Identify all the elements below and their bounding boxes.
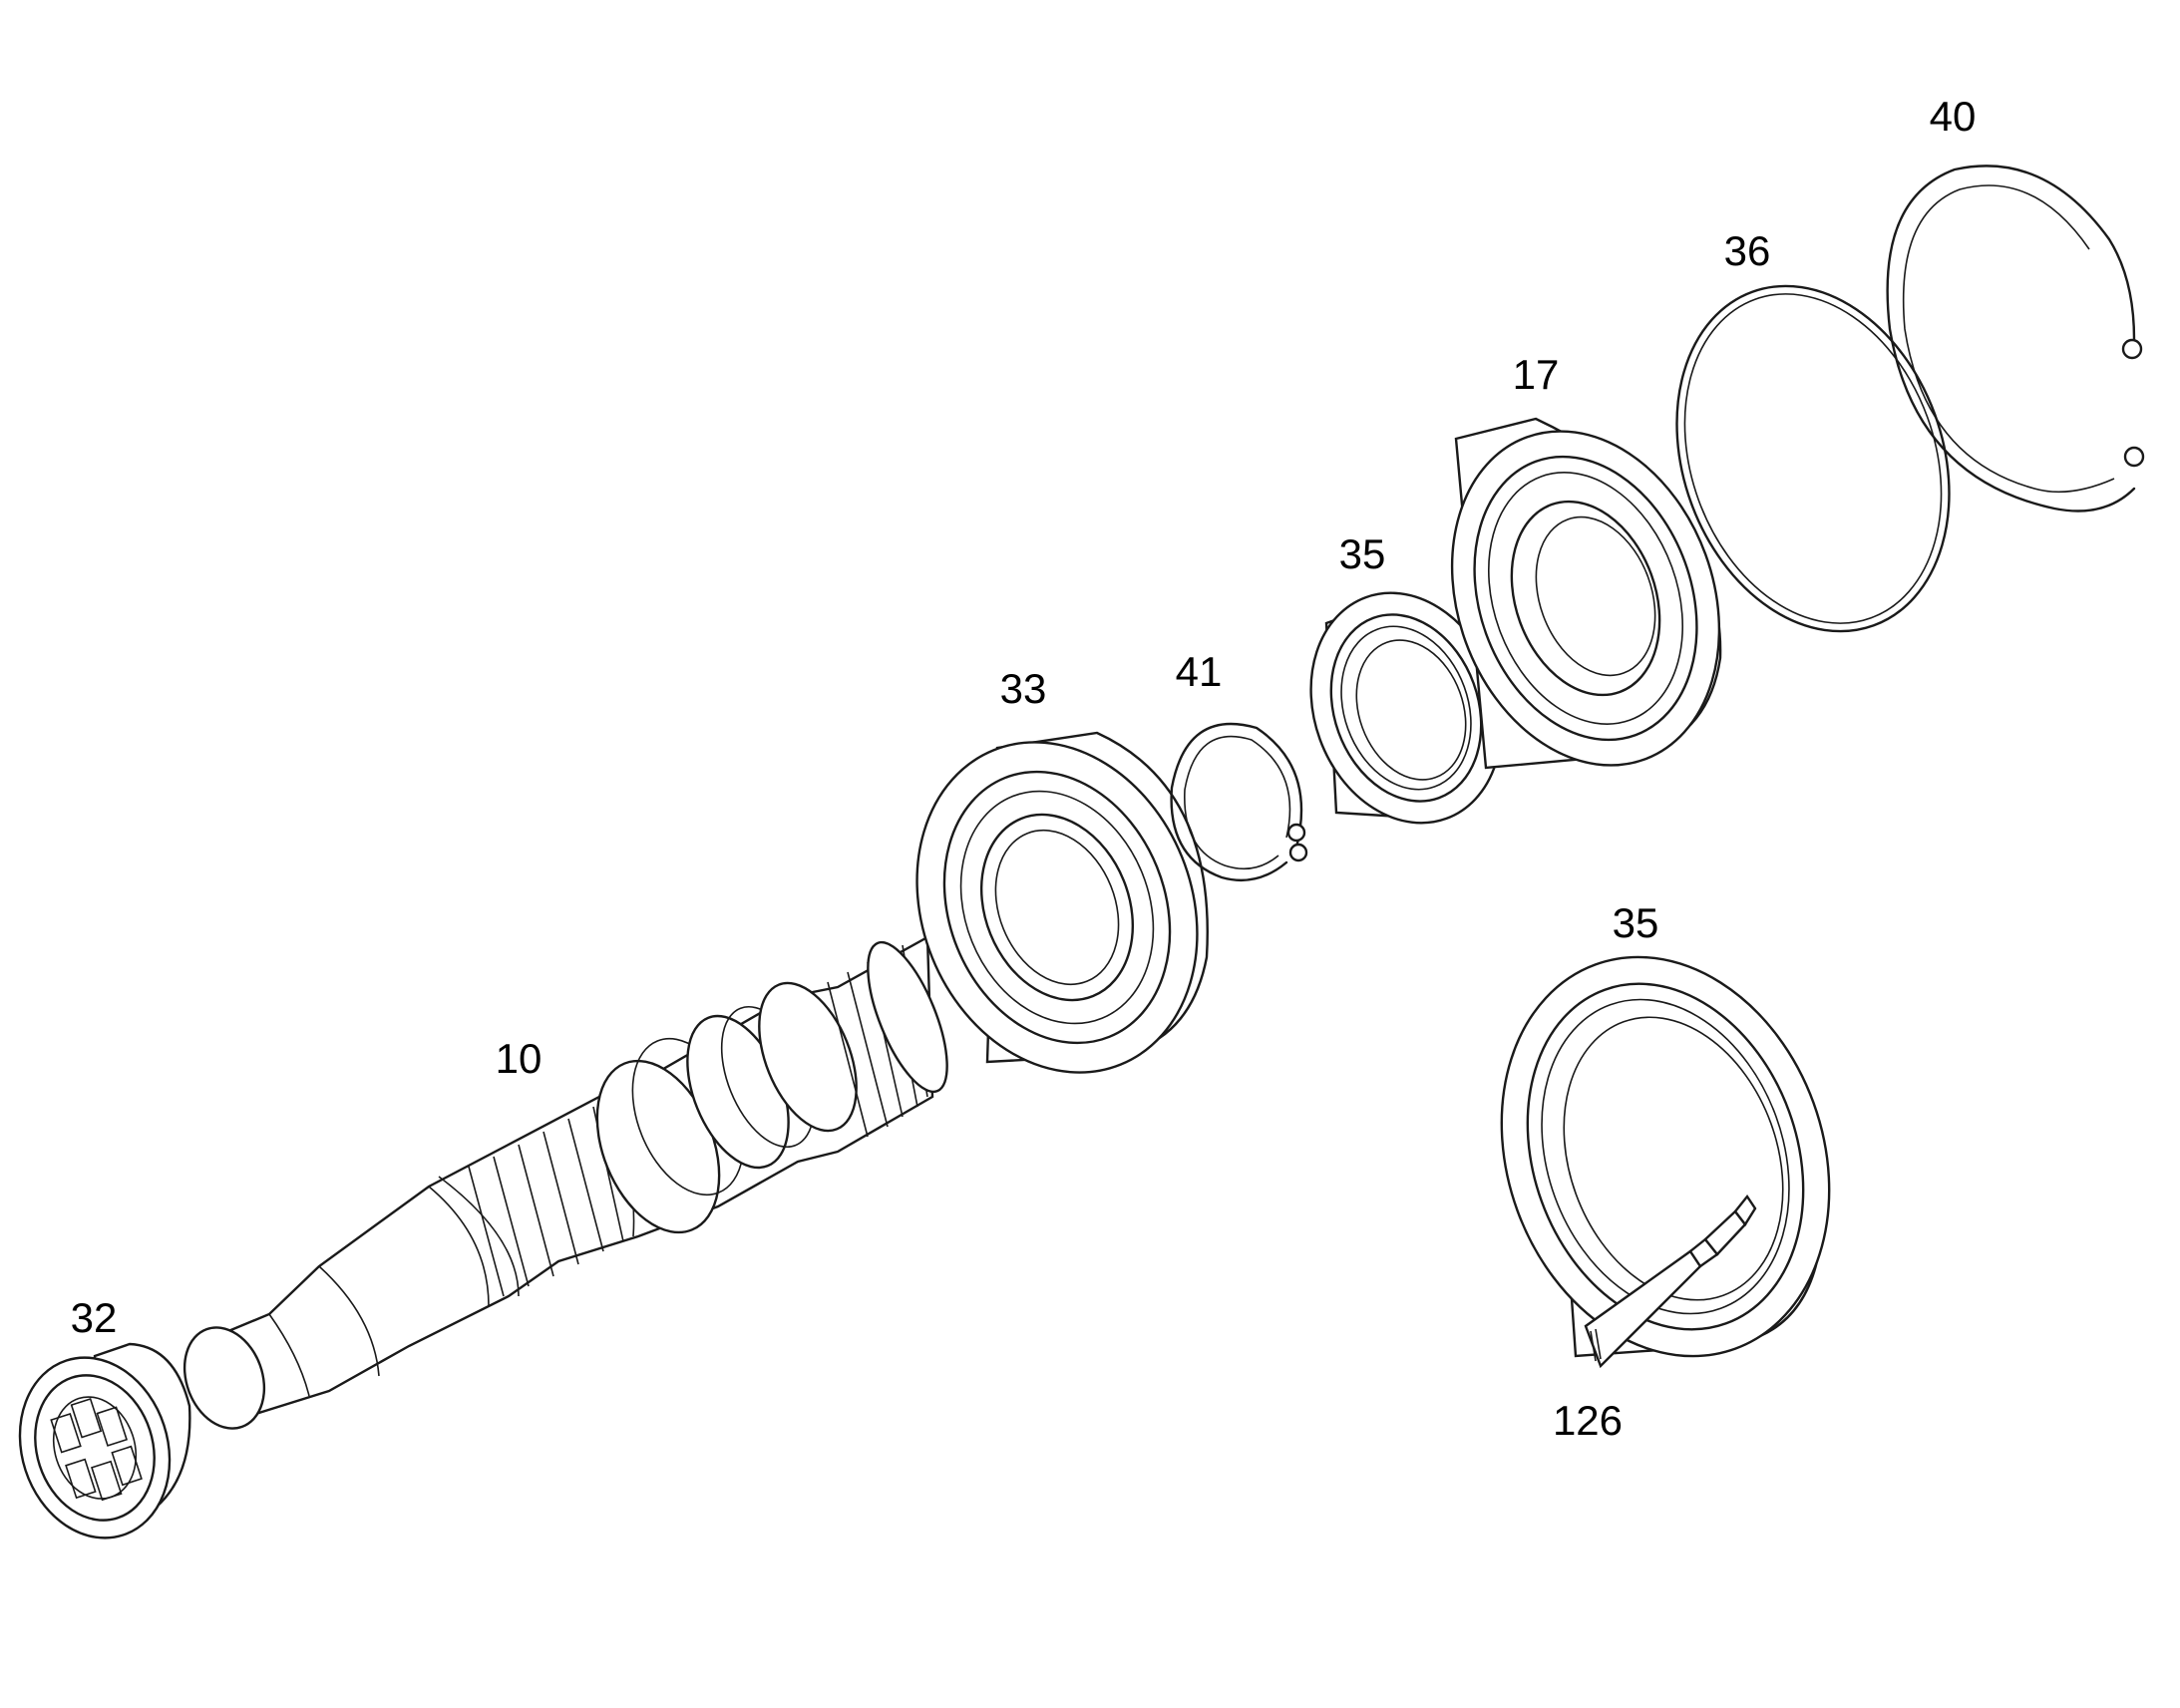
callout-label-41: 41 bbox=[1176, 648, 1223, 695]
ball-bearing-drawing bbox=[915, 731, 1209, 1074]
callout-label-35-lower: 35 bbox=[1613, 899, 1659, 946]
grease-brush-drawing bbox=[1584, 1194, 1757, 1369]
needle-bearing-drawing bbox=[18, 1342, 191, 1539]
callout-label-40: 40 bbox=[1930, 93, 1977, 140]
shaft-seal-drawing bbox=[1309, 591, 1503, 825]
shaft-seal-detail-drawing bbox=[1500, 955, 1831, 1358]
o-ring-drawing bbox=[1675, 284, 1951, 633]
splined-shaft-drawing bbox=[182, 934, 948, 1430]
callout-label-33: 33 bbox=[1000, 665, 1047, 712]
tapered-bearing-drawing bbox=[1450, 417, 1722, 770]
callout-label-17: 17 bbox=[1513, 351, 1560, 398]
callout-label-10: 10 bbox=[496, 1035, 543, 1082]
snap-ring-large-drawing bbox=[1886, 165, 2145, 512]
callout-label-35-upper: 35 bbox=[1339, 530, 1386, 577]
callout-label-36: 36 bbox=[1724, 227, 1771, 274]
callout-label-126: 126 bbox=[1553, 1397, 1623, 1444]
snap-ring-small-drawing bbox=[1170, 722, 1308, 881]
callout-label-32: 32 bbox=[71, 1294, 118, 1341]
